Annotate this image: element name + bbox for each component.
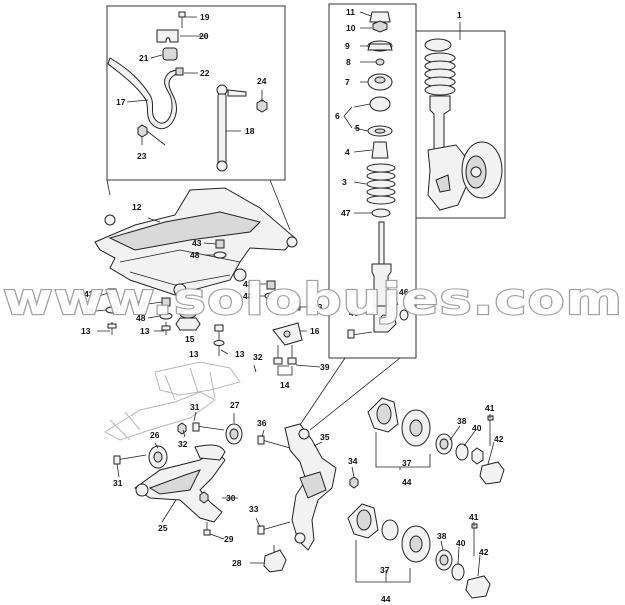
callout-43c: 43: [84, 289, 94, 299]
callout-41b: 41: [469, 512, 479, 522]
callout-27: 27: [230, 400, 240, 410]
callout-38b: 38: [437, 531, 447, 541]
callout-39: 39: [320, 362, 330, 372]
callout-28: 28: [232, 558, 242, 568]
callout-43b: 43: [243, 279, 253, 289]
spring-seat-47: [371, 208, 391, 218]
shock-absorber: [347, 221, 409, 339]
coil-spring-3: [366, 163, 396, 205]
callout-42a: 42: [494, 434, 504, 444]
callout-47: 47: [341, 208, 351, 218]
callout-26: 26: [150, 430, 160, 440]
callout-10: 10: [346, 23, 356, 33]
steering-knuckle: [284, 423, 337, 551]
subframe-bolts: [105, 239, 301, 356]
callout-38a: 38: [457, 416, 467, 426]
callout-42b: 42: [479, 547, 489, 557]
callout-13c: 13: [235, 349, 245, 359]
ball-joint-28: [263, 545, 287, 573]
stabilizer-inset-frame: [106, 5, 286, 181]
callout-45: 45: [349, 308, 359, 318]
callout-31a: 31: [113, 478, 123, 488]
leader-lines: [95, 11, 495, 583]
callout-44b: 44: [381, 594, 391, 604]
arm-bushing-27: [225, 423, 243, 445]
callout-1: 1: [457, 10, 462, 20]
callout-40b: 40: [456, 538, 466, 548]
strut-assembly: [424, 38, 503, 211]
callout-32a: 32: [178, 439, 188, 449]
callout-43e: 43: [313, 302, 323, 312]
callout-14: 14: [280, 380, 290, 390]
callout-13b: 13: [140, 326, 150, 336]
callout-16: 16: [310, 326, 320, 336]
callout-12: 12: [132, 202, 142, 212]
callout-48d: 48: [136, 313, 146, 323]
knuckle-bolts: [257, 435, 359, 535]
callout-6: 6: [335, 111, 340, 121]
lower-control-arm: [134, 449, 226, 523]
callout-44a: 44: [402, 477, 412, 487]
callout-36: 36: [257, 418, 267, 428]
strut-top-parts: [367, 11, 393, 159]
callout-5: 5: [355, 123, 360, 133]
callout-48a: 48: [190, 250, 200, 260]
callout-37b: 37: [380, 565, 390, 575]
callout-29: 29: [224, 534, 234, 544]
callout-13d: 13: [189, 349, 199, 359]
ghost-subframe-outline: [104, 361, 241, 441]
stabilizer-bar: [107, 57, 177, 129]
callout-3: 3: [342, 177, 347, 187]
callout-33: 33: [249, 504, 259, 514]
callout-18: 18: [245, 126, 255, 136]
callout-13a: 13: [81, 326, 91, 336]
callout-48c: 48: [84, 306, 94, 316]
bushing-bolt: [178, 11, 186, 28]
stabilizer-link: [216, 84, 247, 172]
callout-17: 17: [116, 97, 126, 107]
callout-37a: 37: [402, 458, 412, 468]
callout-25: 25: [158, 523, 168, 533]
callout-8: 8: [346, 57, 351, 67]
callout-41a: 41: [485, 403, 495, 413]
callout-31b: 31: [190, 402, 200, 412]
callout-46: 46: [399, 287, 409, 297]
strut-assembly-inset-frame: [415, 30, 506, 219]
arm-bolts: [113, 422, 225, 536]
callout-7: 7: [345, 77, 350, 87]
callout-19: 19: [200, 12, 210, 22]
callout-9: 9: [345, 41, 350, 51]
lower-hub-group: [347, 503, 491, 599]
nut-23: [137, 124, 148, 138]
callout-40a: 40: [472, 423, 482, 433]
upper-hub-group: [367, 397, 505, 485]
stabilizer-bushing: [156, 29, 179, 61]
callout-numbers: 1 3 4 5 6 7 8 9 10 11 12 13 13 13 13 14 …: [81, 7, 504, 604]
callout-43a: 43: [192, 238, 202, 248]
callout-24: 24: [257, 76, 267, 86]
callout-43d: 43: [136, 299, 146, 309]
callout-34: 34: [348, 456, 358, 466]
subframe-mount-15: [175, 309, 201, 331]
callout-30: 30: [226, 493, 236, 503]
watermark-text: www.solobujes.com: [3, 274, 623, 325]
callout-15: 15: [185, 334, 195, 344]
callout-35: 35: [320, 432, 330, 442]
callout-23: 23: [137, 151, 147, 161]
callout-48b: 48: [243, 291, 253, 301]
callout-11: 11: [346, 7, 355, 17]
callout-22: 22: [200, 68, 210, 78]
callout-20: 20: [199, 31, 209, 41]
arm-bushing-26: [148, 444, 226, 469]
callout-32b: 32: [253, 352, 263, 362]
nut-22: [175, 67, 184, 76]
callout-21: 21: [139, 53, 149, 63]
callout-4: 4: [345, 147, 350, 157]
mount-bracket-16: [272, 322, 303, 365]
